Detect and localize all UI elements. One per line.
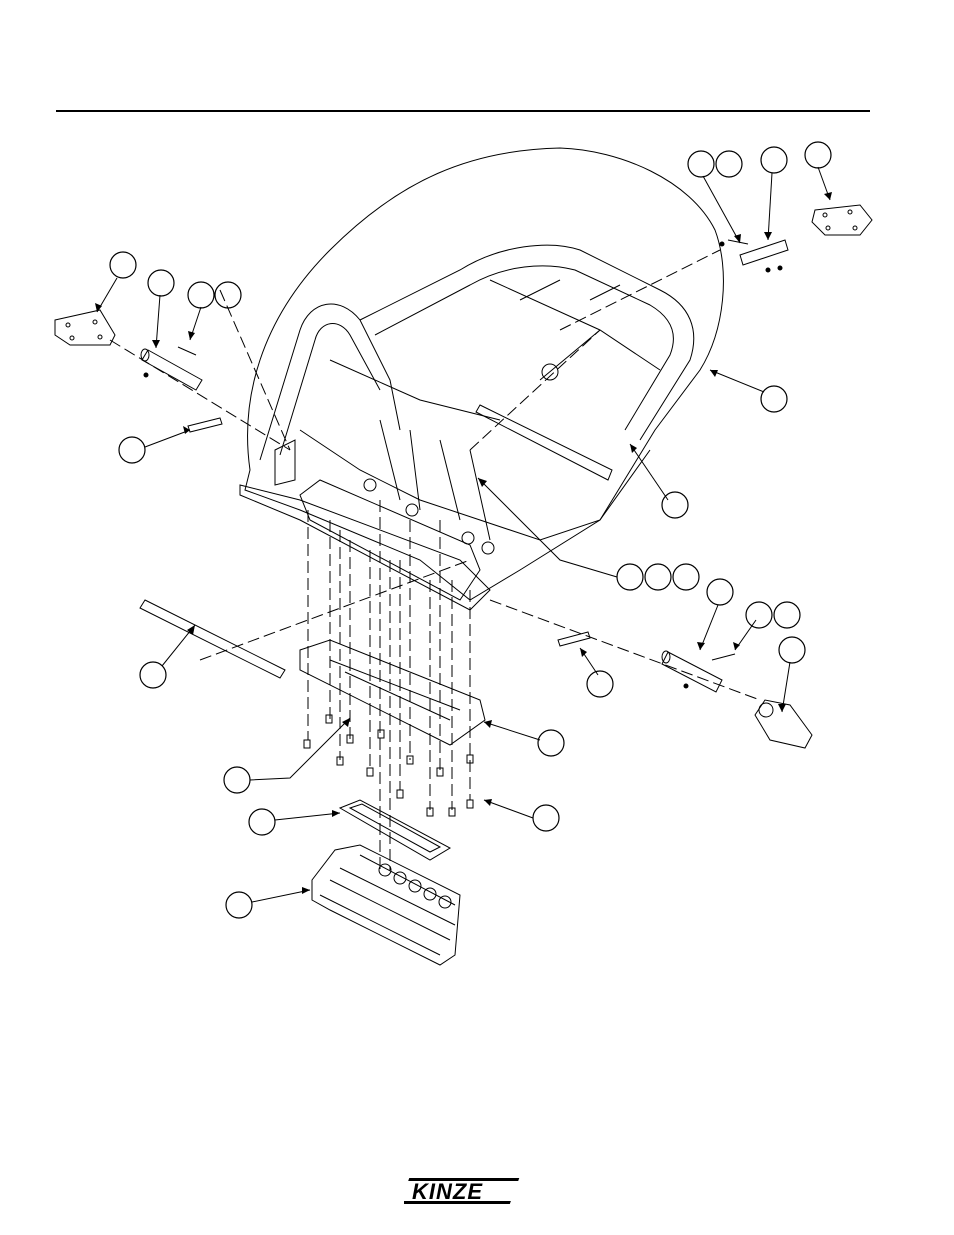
frame-crossbar-2	[330, 360, 500, 420]
callout-balloon	[662, 492, 688, 518]
arrowheads	[95, 192, 832, 894]
bolt-hole	[406, 504, 418, 516]
callout-balloon	[188, 282, 214, 308]
callout-balloon	[538, 730, 564, 756]
frame-rail-left-inner	[280, 324, 380, 455]
callout-balloon	[774, 602, 800, 628]
pin-right-lower	[712, 654, 735, 660]
callout-balloon	[110, 252, 136, 278]
bracket-left	[55, 310, 115, 345]
fasteners	[304, 715, 473, 816]
seal-strip-left	[140, 600, 285, 678]
bolt-hole	[364, 479, 376, 491]
stop-right	[558, 632, 590, 646]
bracket-right	[812, 205, 872, 235]
callout-balloon	[224, 767, 250, 793]
frame-crossbar-3	[520, 280, 560, 300]
logo-text: KINZE	[412, 1179, 483, 1204]
callout-balloon	[645, 564, 671, 590]
callout-balloon	[140, 662, 166, 688]
frame-crossbar-1	[490, 280, 660, 370]
callout-balloons	[110, 142, 831, 918]
hopper-outline	[245, 148, 723, 600]
seal-strip-right	[476, 405, 612, 480]
callout-balloon	[707, 579, 733, 605]
callout-balloon	[215, 282, 241, 308]
callout-balloon	[805, 142, 831, 168]
bolt-hole	[482, 542, 494, 554]
callout-balloon	[761, 147, 787, 173]
frame-rail-top	[360, 245, 694, 440]
frame-brace	[540, 330, 600, 380]
seed-meter	[312, 845, 460, 965]
frame-crossbar-4	[590, 285, 620, 300]
bolt-hole	[462, 532, 474, 544]
callout-balloon	[533, 805, 559, 831]
callout-balloon	[716, 151, 742, 177]
callout-balloon	[148, 270, 174, 296]
callout-balloon	[688, 151, 714, 177]
kinze-logo: KINZE	[404, 1176, 522, 1206]
hopper-lid-mount	[380, 420, 490, 540]
callout-balloon	[673, 564, 699, 590]
base-plate	[300, 640, 485, 745]
stop-left	[188, 418, 222, 432]
callout-balloon	[119, 437, 145, 463]
callout-balloon	[779, 637, 805, 663]
shaft-right-lower	[662, 652, 722, 692]
callout-balloon	[746, 602, 772, 628]
callout-balloon	[249, 809, 275, 835]
callout-balloon	[226, 892, 252, 918]
shaft-left	[142, 350, 202, 390]
pin-left	[178, 347, 196, 355]
hopper-lower-wall	[300, 430, 650, 540]
callout-balloon	[617, 564, 643, 590]
callout-balloon	[587, 671, 613, 697]
assembly-lines	[110, 250, 760, 870]
callout-balloon	[761, 386, 787, 412]
